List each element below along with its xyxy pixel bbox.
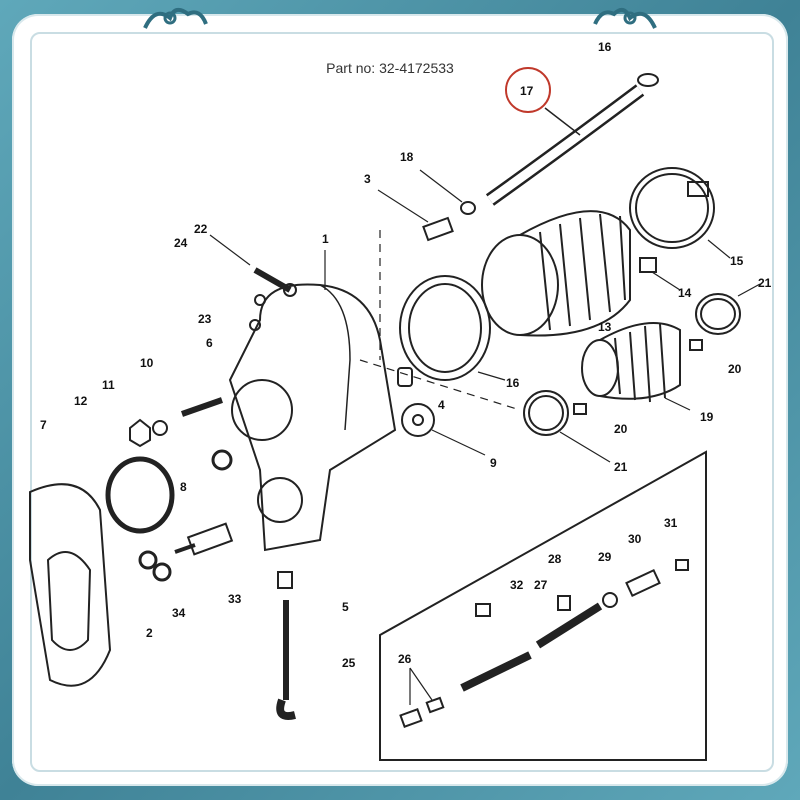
callout-23: 23 bbox=[198, 312, 212, 326]
callout-8: 8 bbox=[180, 480, 187, 494]
callout-31: 31 bbox=[664, 516, 678, 530]
callout-10: 10 bbox=[140, 356, 154, 370]
callout-19: 19 bbox=[700, 410, 714, 424]
cloud-ornament-icon bbox=[143, 7, 208, 29]
callout-33: 33 bbox=[228, 592, 242, 606]
callout-6: 6 bbox=[206, 336, 213, 350]
part-number-label: Part no: 32-4172533 bbox=[326, 60, 454, 76]
callout-30: 30 bbox=[628, 532, 642, 546]
inner-border bbox=[30, 32, 774, 772]
cloud-ornament-icon bbox=[593, 7, 657, 29]
callout-2: 2 bbox=[146, 626, 153, 640]
callout-15: 15 bbox=[730, 254, 744, 268]
callout-32: 32 bbox=[510, 578, 524, 592]
callout-20: 20 bbox=[728, 362, 742, 376]
callout-21: 21 bbox=[758, 276, 772, 290]
callout-16: 16 bbox=[506, 376, 520, 390]
callout-14: 14 bbox=[678, 286, 692, 300]
callout-11: 11 bbox=[102, 378, 115, 392]
callout-5: 5 bbox=[342, 600, 349, 614]
callout-12: 12 bbox=[74, 394, 88, 408]
callout-28: 28 bbox=[548, 552, 562, 566]
callout-20: 20 bbox=[614, 422, 628, 436]
callout-9: 9 bbox=[490, 456, 497, 470]
callout-4: 4 bbox=[438, 398, 445, 412]
callout-27: 27 bbox=[534, 578, 548, 592]
callout-29: 29 bbox=[598, 550, 612, 564]
callout-25: 25 bbox=[342, 656, 356, 670]
callout-17: 17 bbox=[520, 84, 534, 98]
callout-16: 16 bbox=[598, 40, 612, 54]
callout-34: 34 bbox=[172, 606, 186, 620]
callout-1: 1 bbox=[322, 232, 329, 246]
callout-18: 18 bbox=[400, 150, 414, 164]
callout-22: 22 bbox=[194, 222, 208, 236]
callout-13: 13 bbox=[598, 320, 612, 334]
callout-24: 24 bbox=[174, 236, 188, 250]
callout-3: 3 bbox=[364, 172, 371, 186]
diagram-panel bbox=[12, 14, 788, 786]
callout-21: 21 bbox=[614, 460, 628, 474]
callout-7: 7 bbox=[40, 418, 47, 432]
callout-26: 26 bbox=[398, 652, 412, 666]
